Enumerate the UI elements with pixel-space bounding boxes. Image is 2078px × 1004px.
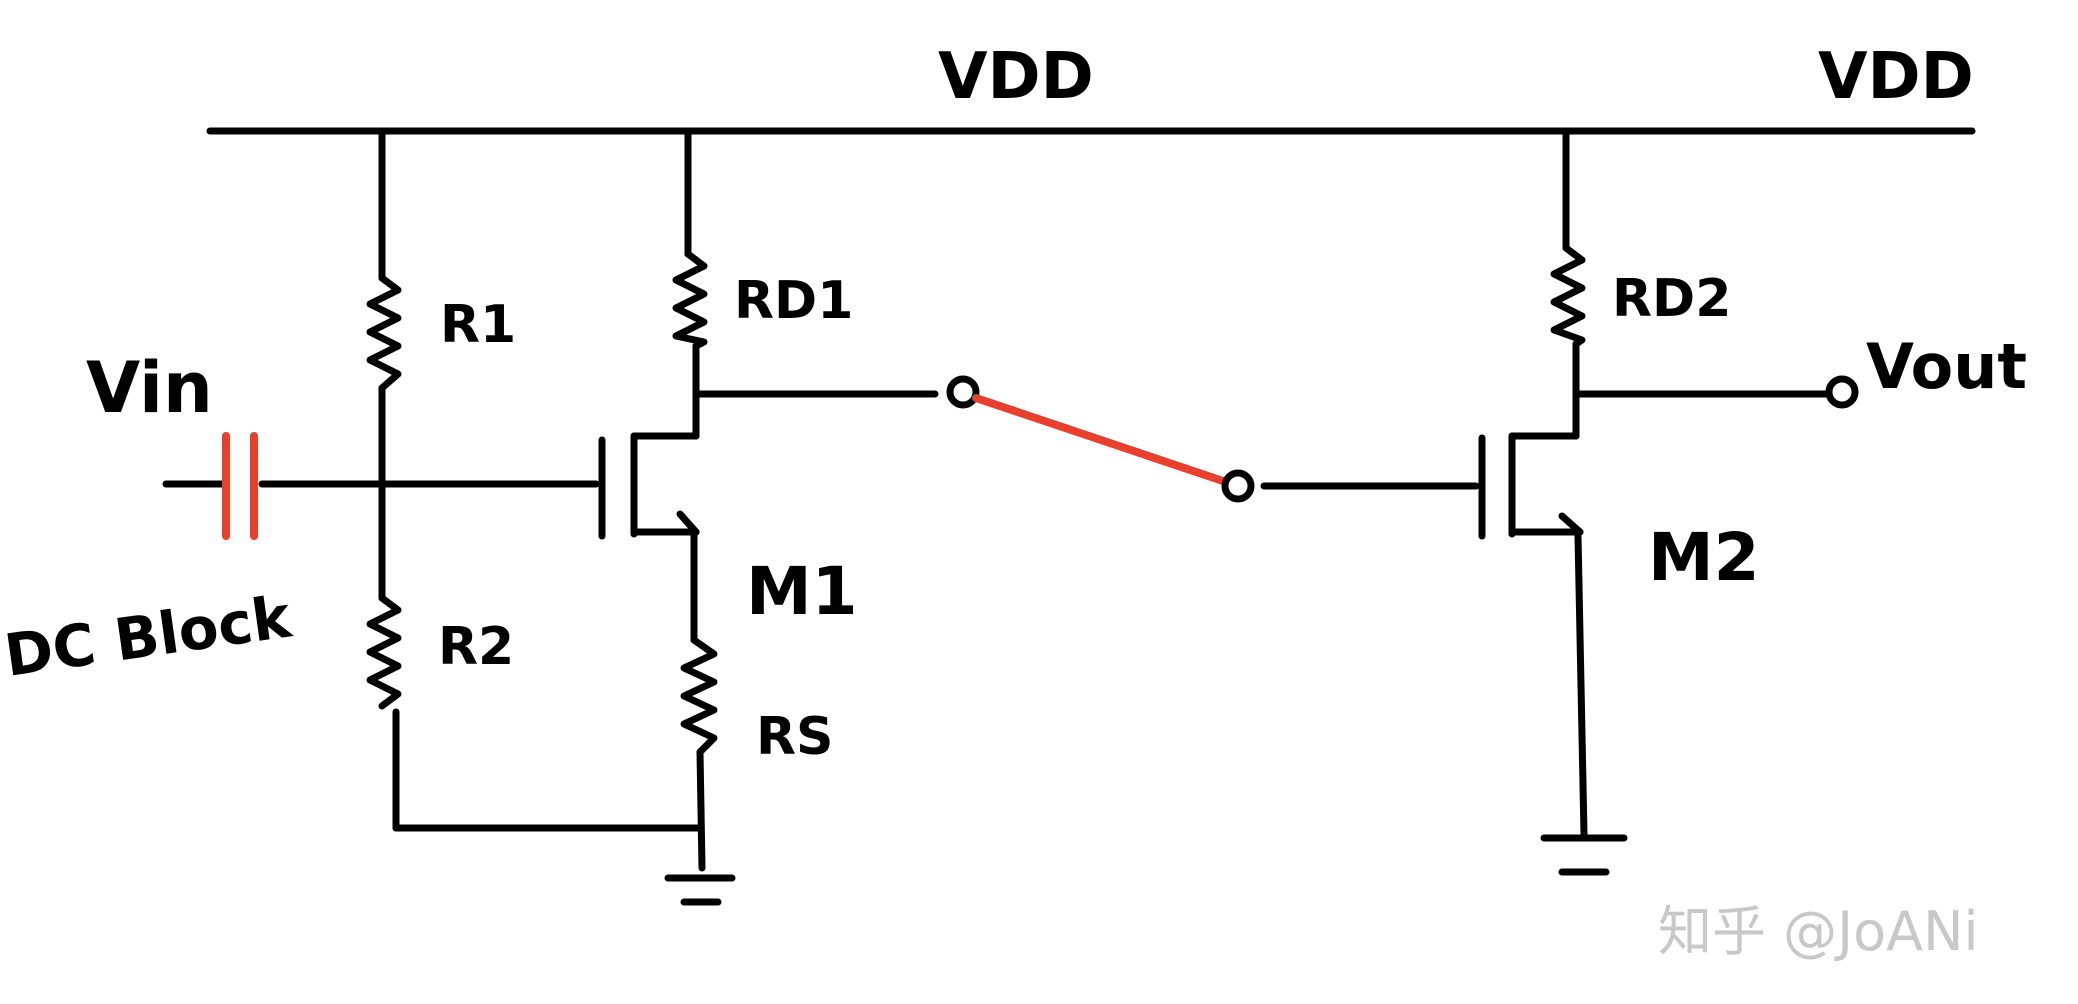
m1-label: M1 [746, 553, 858, 630]
rs-label: RS [756, 707, 834, 767]
switch-terminal-left [946, 375, 980, 409]
rd2-label: RD2 [1612, 269, 1731, 329]
switch-terminal-right [1221, 469, 1255, 503]
r1-resistor [366, 274, 402, 392]
vin-label: Vin [86, 347, 213, 429]
rs-resistor [680, 636, 718, 756]
vdd-label-right: VDD [1818, 40, 1974, 114]
watermark: 知乎 @JoANi [1658, 900, 1978, 963]
m2-label: M2 [1648, 519, 1760, 596]
vout-label: Vout [1866, 330, 2027, 403]
m2-source-arrow [1558, 512, 1584, 536]
rd1-resistor [672, 250, 708, 350]
vout-terminal [1825, 375, 1859, 409]
rd2-resistor [1550, 244, 1586, 348]
m2-source-wire [1574, 532, 1588, 838]
vdd-label-left: VDD [938, 40, 1094, 114]
rs-bottom-wire [696, 748, 706, 872]
r2-label: R2 [438, 617, 514, 677]
switch-lever [972, 394, 1230, 486]
rd1-label: RD1 [734, 271, 853, 331]
r1-label: R1 [440, 295, 516, 355]
r2-resistor [366, 594, 402, 710]
dc-block-label: DC Block [0, 582, 296, 690]
